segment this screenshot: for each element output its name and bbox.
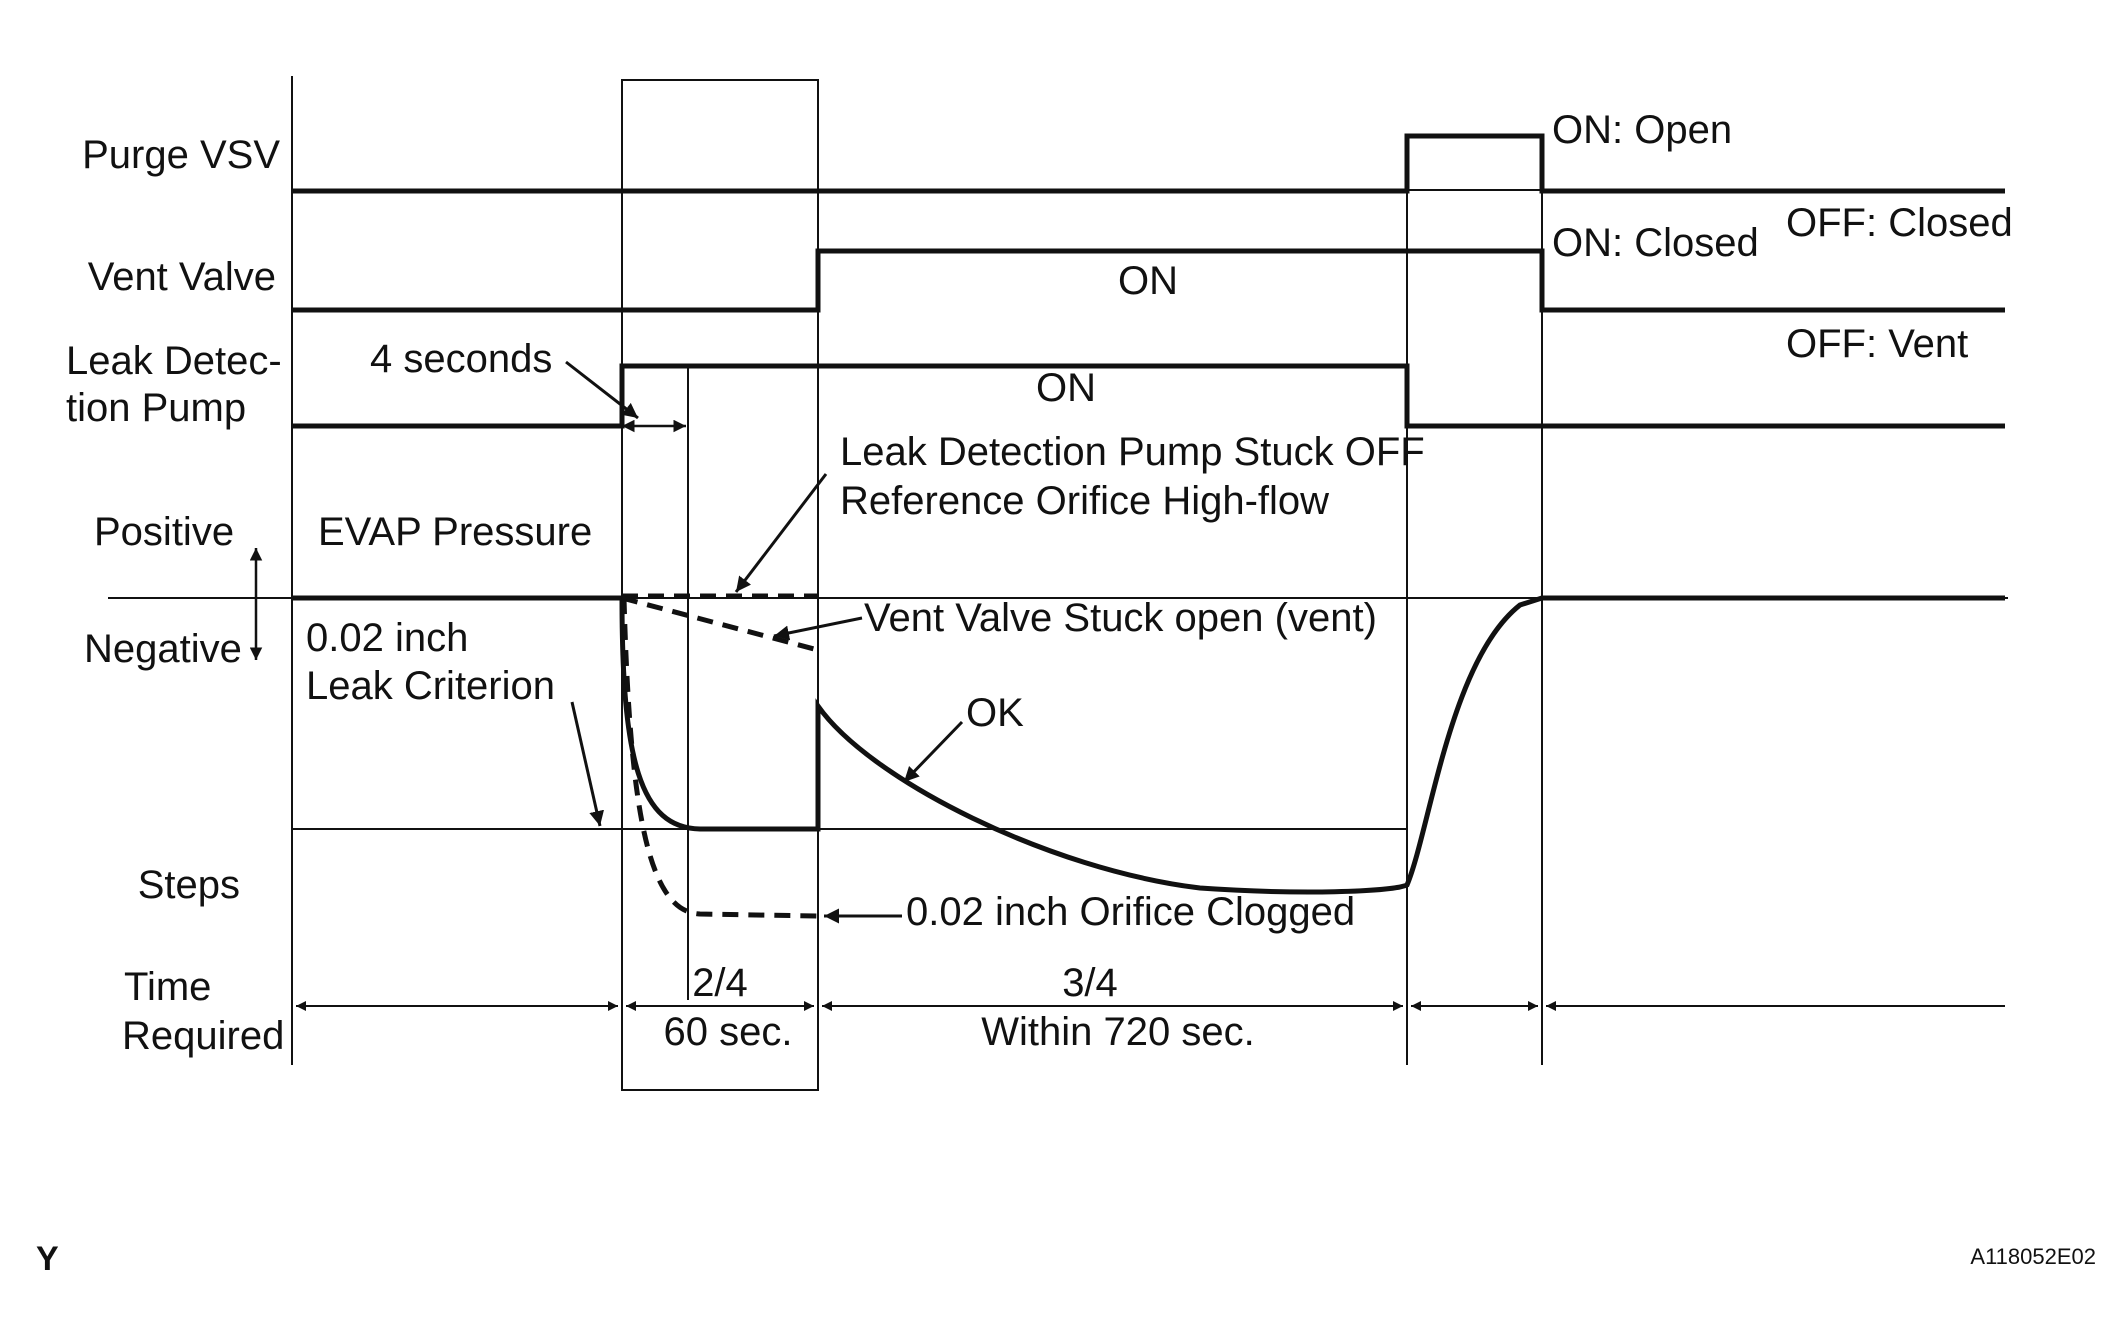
vent-on-center-label: ON — [1118, 259, 1178, 303]
vent-stuck-open-label: Vent Valve Stuck open (vent) — [864, 596, 1377, 640]
label-steps: Steps — [138, 863, 240, 907]
four-seconds-pointer — [565, 360, 639, 420]
stuck-off-label-2: Reference Orifice High-flow — [840, 479, 1329, 523]
vent-on-label: ON: Closed — [1552, 221, 1759, 265]
label-negative: Negative — [84, 627, 242, 671]
leak-pump-trace — [292, 363, 2005, 429]
label-purge-vsv: Purge VSV — [82, 133, 280, 177]
stuck-off-pointer — [734, 473, 828, 593]
vent-stuck-open-pointer — [773, 616, 863, 641]
pointer-arrows — [249, 360, 964, 924]
label-time-1: Time — [124, 965, 211, 1009]
figure-id: A118052E02 — [1970, 1244, 2096, 1269]
footer-left-mark: Y — [36, 1240, 59, 1278]
stuck-off-label-1: Leak Detection Pump Stuck OFF — [840, 430, 1425, 474]
purge-vsv-trace — [292, 133, 2005, 194]
vent-stuck-open-curve — [621, 595, 819, 653]
evap-pressure-label: EVAP Pressure — [318, 510, 592, 554]
orifice-clogged-label: 0.02 inch Orifice Clogged — [906, 890, 1355, 934]
vent-valve-trace — [292, 248, 2005, 313]
step-2-4-time-label: 60 sec. — [664, 1010, 793, 1054]
step-3-4-label: 3/4 — [1062, 961, 1118, 1005]
step-2-box — [621, 79, 819, 1091]
ok-label: OK — [966, 691, 1024, 735]
leak-criterion-label-2: Leak Criterion — [306, 664, 555, 708]
leak-criterion-label-1: 0.02 inch — [306, 616, 468, 660]
orifice-clogged-curve — [621, 597, 819, 919]
purge-on-label: ON: Open — [1552, 108, 1732, 152]
label-positive: Positive — [94, 510, 234, 554]
step-3-4-time-label: Within 720 sec. — [981, 1010, 1254, 1054]
leak-criterion-pointer — [570, 701, 605, 827]
ok-pointer — [902, 720, 964, 784]
label-leak-pump-2: tion Pump — [66, 386, 246, 430]
pump-on-center-label: ON — [1036, 366, 1096, 410]
purge-off-label: OFF: Closed — [1786, 201, 2013, 245]
step-2-4-label: 2/4 — [692, 961, 748, 1005]
label-time-2: Required — [122, 1014, 284, 1058]
vent-off-label: OFF: Vent — [1786, 322, 1968, 366]
label-leak-pump-1: Leak Detec- — [66, 339, 282, 383]
four-seconds-label: 4 seconds — [370, 337, 552, 381]
ok-pressure-curve — [619, 595, 2005, 895]
label-vent-valve: Vent Valve — [88, 255, 276, 299]
